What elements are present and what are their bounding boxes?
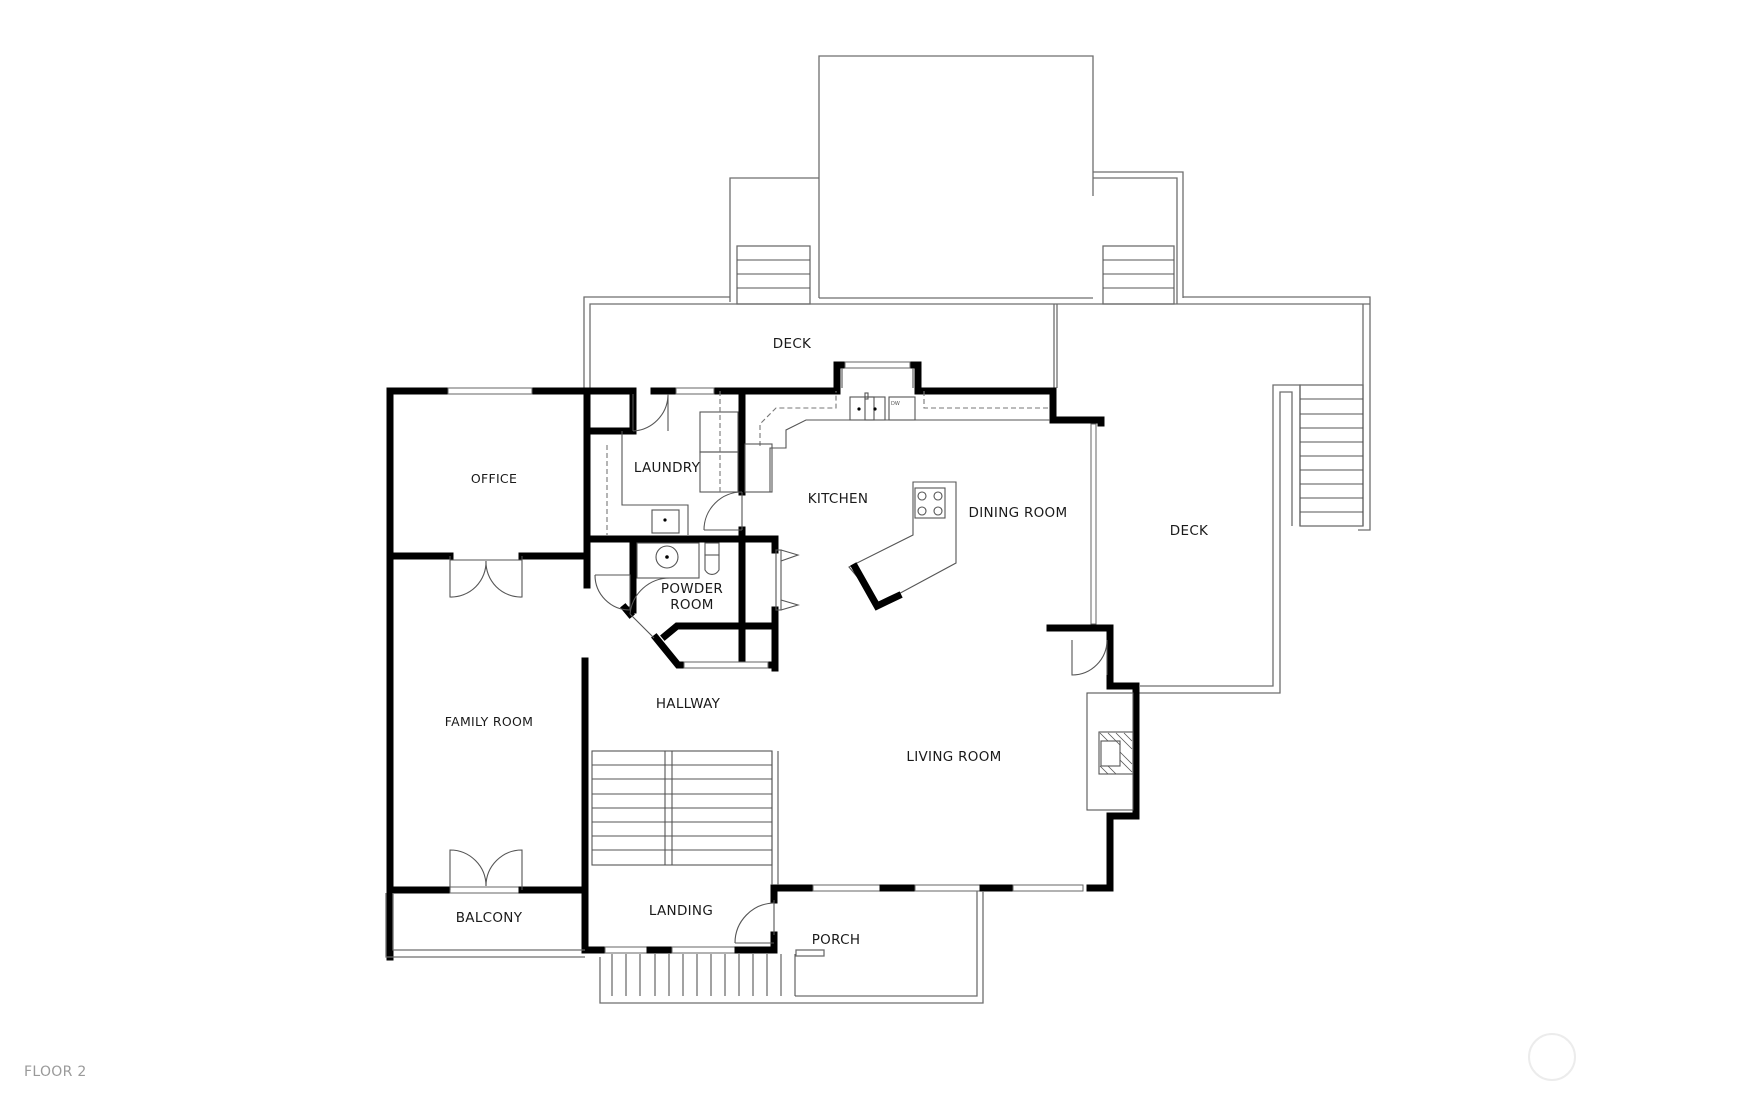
laundry-fixtures (606, 391, 739, 535)
front-stairs (611, 954, 796, 996)
label-powder-room-1: POWDER (661, 581, 723, 597)
fireplace (1086, 692, 1134, 811)
staircase (591, 750, 779, 885)
deck-east (1053, 304, 1364, 694)
powder-room-fixtures (636, 542, 720, 579)
compass-button[interactable] (1528, 1033, 1576, 1081)
label-family-room: FAMILY ROOM (445, 714, 533, 729)
floor-label: FLOOR 2 (24, 1064, 87, 1080)
label-deck-east: DECK (1170, 523, 1209, 539)
porch-outline (599, 891, 984, 1004)
label-hallway: HALLWAY (656, 696, 721, 712)
interior-walls (386, 387, 1054, 672)
room-labels: DECK DECK OFFICE LAUNDRY KITCHEN DINING … (445, 336, 1209, 948)
label-balcony: BALCONY (456, 910, 523, 926)
upper-deck-structure (729, 55, 1184, 305)
label-laundry: LAUNDRY (634, 460, 701, 476)
label-dining-room: DINING ROOM (969, 505, 1068, 521)
kitchen-fixtures: DW (744, 391, 1050, 611)
exterior-walls (386, 361, 1140, 961)
label-porch: PORCH (812, 932, 861, 948)
label-living-room: LIVING ROOM (906, 749, 1001, 765)
doors (449, 394, 1108, 944)
label-powder-room-2: ROOM (670, 597, 713, 613)
dishwasher-label: DW (891, 401, 900, 407)
deck-north (583, 296, 1371, 531)
label-landing: LANDING (649, 903, 713, 919)
label-kitchen: KITCHEN (808, 491, 869, 507)
label-deck-north: DECK (773, 336, 812, 352)
balcony-outline (385, 893, 585, 958)
label-office: OFFICE (471, 471, 517, 486)
